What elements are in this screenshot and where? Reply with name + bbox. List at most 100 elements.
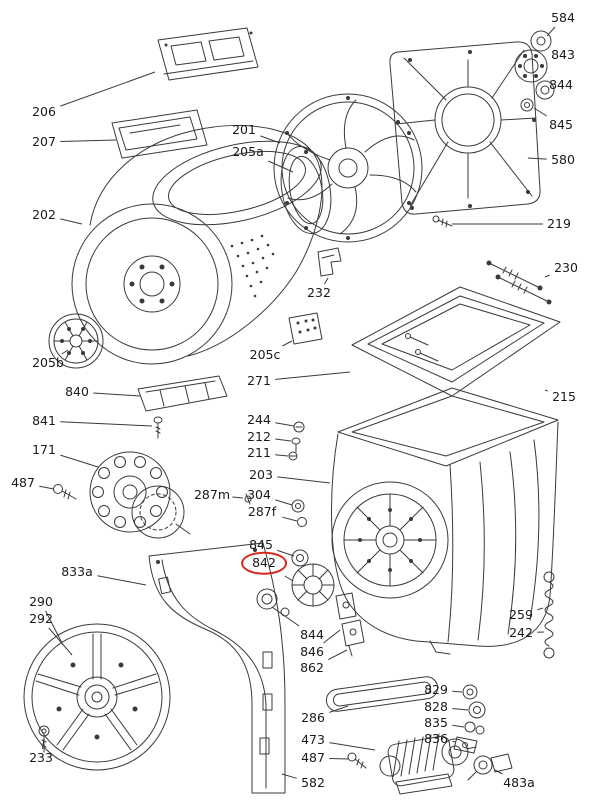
leader-line-287m	[232, 496, 244, 499]
part-label-829: 829	[424, 681, 448, 697]
bracket-232-illustration	[317, 247, 342, 277]
part-label-205a: 205a	[232, 143, 264, 159]
part-label-290: 290	[29, 593, 53, 609]
bearing-plate-205a-illustration	[280, 145, 332, 235]
leader-line-205c	[282, 340, 293, 347]
part-label-287m: 287m	[193, 486, 231, 502]
leader-line-233	[41, 737, 45, 750]
leader-line-862	[328, 649, 348, 661]
leader-line-201	[260, 135, 281, 144]
part-label-487: 487	[301, 749, 325, 765]
part-label-212: 212	[247, 428, 271, 444]
counterweight-840-illustration	[137, 375, 228, 412]
part-label-844: 844	[549, 76, 573, 92]
part-label-207: 207	[32, 133, 56, 149]
small-parts-cluster-illustration	[453, 684, 513, 781]
part-label-846: 846	[300, 643, 324, 659]
bearing-flange-842-illustration	[256, 549, 335, 617]
leader-line-304	[275, 499, 293, 506]
leader-line-828	[452, 708, 469, 711]
part-label-487: 487	[11, 474, 35, 490]
leader-line-259	[537, 607, 544, 611]
leader-line-580	[527, 157, 547, 160]
part-label-833a: 833a	[61, 563, 93, 579]
drum-illustration	[71, 124, 323, 365]
leader-line-287f	[282, 516, 298, 522]
rim-frames-215-271-illustration	[351, 286, 561, 397]
part-label-211: 211	[247, 444, 271, 460]
leader-line-212	[275, 438, 292, 442]
part-label-292: 292	[29, 610, 53, 626]
part-label-845: 845	[249, 536, 273, 552]
tub-illustration	[331, 387, 559, 655]
part-label-287f: 287f	[247, 503, 277, 519]
part-label-202: 202	[32, 206, 56, 222]
part-label-232: 232	[307, 284, 331, 300]
part-label-242: 242	[509, 624, 533, 640]
latch-parts-846-862-illustration	[335, 592, 365, 657]
lid-panel-206-illustration	[157, 27, 259, 81]
part-label-271: 271	[247, 372, 271, 388]
part-label-219: 219	[547, 215, 571, 231]
part-label-835: 835	[424, 714, 448, 730]
leader-line-829	[452, 690, 463, 693]
leader-line-840	[93, 392, 141, 397]
leader-line-487	[329, 758, 350, 760]
screw-219-illustration	[432, 215, 453, 228]
leader-line-845	[533, 107, 547, 117]
small-parts-287-304-illustration	[244, 493, 307, 527]
leader-line-844	[271, 606, 300, 627]
leader-line-286	[329, 705, 349, 713]
leader-line-835	[452, 724, 465, 728]
leader-line-230	[544, 274, 550, 278]
leader-line-483a	[494, 769, 503, 775]
leader-line-836	[452, 740, 457, 743]
part-label-845: 845	[549, 116, 573, 132]
belt-286-illustration	[325, 676, 439, 712]
part-label-862: 862	[300, 659, 324, 675]
screw-487-bottom-illustration	[347, 752, 367, 769]
clutch-171-illustration	[89, 451, 191, 539]
screw-841-illustration	[153, 416, 163, 439]
part-label-473: 473	[301, 731, 325, 747]
part-label-843: 843	[551, 46, 575, 62]
part-label-840: 840	[65, 383, 89, 399]
part-label-582: 582	[301, 774, 325, 790]
part-label-259: 259	[509, 606, 533, 622]
part-label-584: 584	[551, 9, 575, 25]
part-label-842: 842	[241, 551, 287, 575]
bearing-parts-top-right-illustration	[514, 30, 555, 112]
part-label-580: 580	[551, 151, 575, 167]
part-label-828: 828	[424, 698, 448, 714]
part-label-171: 171	[32, 441, 56, 457]
part-label-836: 836	[424, 730, 448, 746]
leader-line-846	[323, 629, 341, 644]
part-label-841: 841	[32, 412, 56, 428]
suspension-rods-230-illustration	[486, 260, 552, 305]
part-label-844: 844	[300, 626, 324, 642]
part-label-304: 304	[247, 486, 271, 502]
leader-line-205a	[268, 160, 294, 173]
leader-line-171	[60, 454, 99, 468]
small-pulley-205b-illustration	[48, 313, 104, 369]
leader-line-841	[60, 421, 153, 427]
suspension-spring-illustration	[543, 571, 555, 659]
part-label-205b: 205b	[32, 354, 64, 370]
leader-line-211	[275, 454, 289, 457]
pulley-wheel-290-illustration	[23, 623, 171, 771]
leader-line-584	[546, 26, 556, 37]
mounting-bracket-833a-illustration	[148, 542, 286, 794]
part-label-201: 201	[232, 121, 256, 137]
part-label-205c: 205c	[249, 346, 281, 362]
leader-line-215	[544, 389, 548, 392]
leader-line-202	[60, 218, 83, 225]
leader-line-203	[277, 476, 331, 484]
part-label-286: 286	[301, 709, 325, 725]
leader-line-487	[39, 485, 55, 490]
leader-line-582	[281, 773, 297, 779]
leader-line-205b	[61, 349, 69, 355]
part-label-215: 215	[552, 388, 576, 404]
